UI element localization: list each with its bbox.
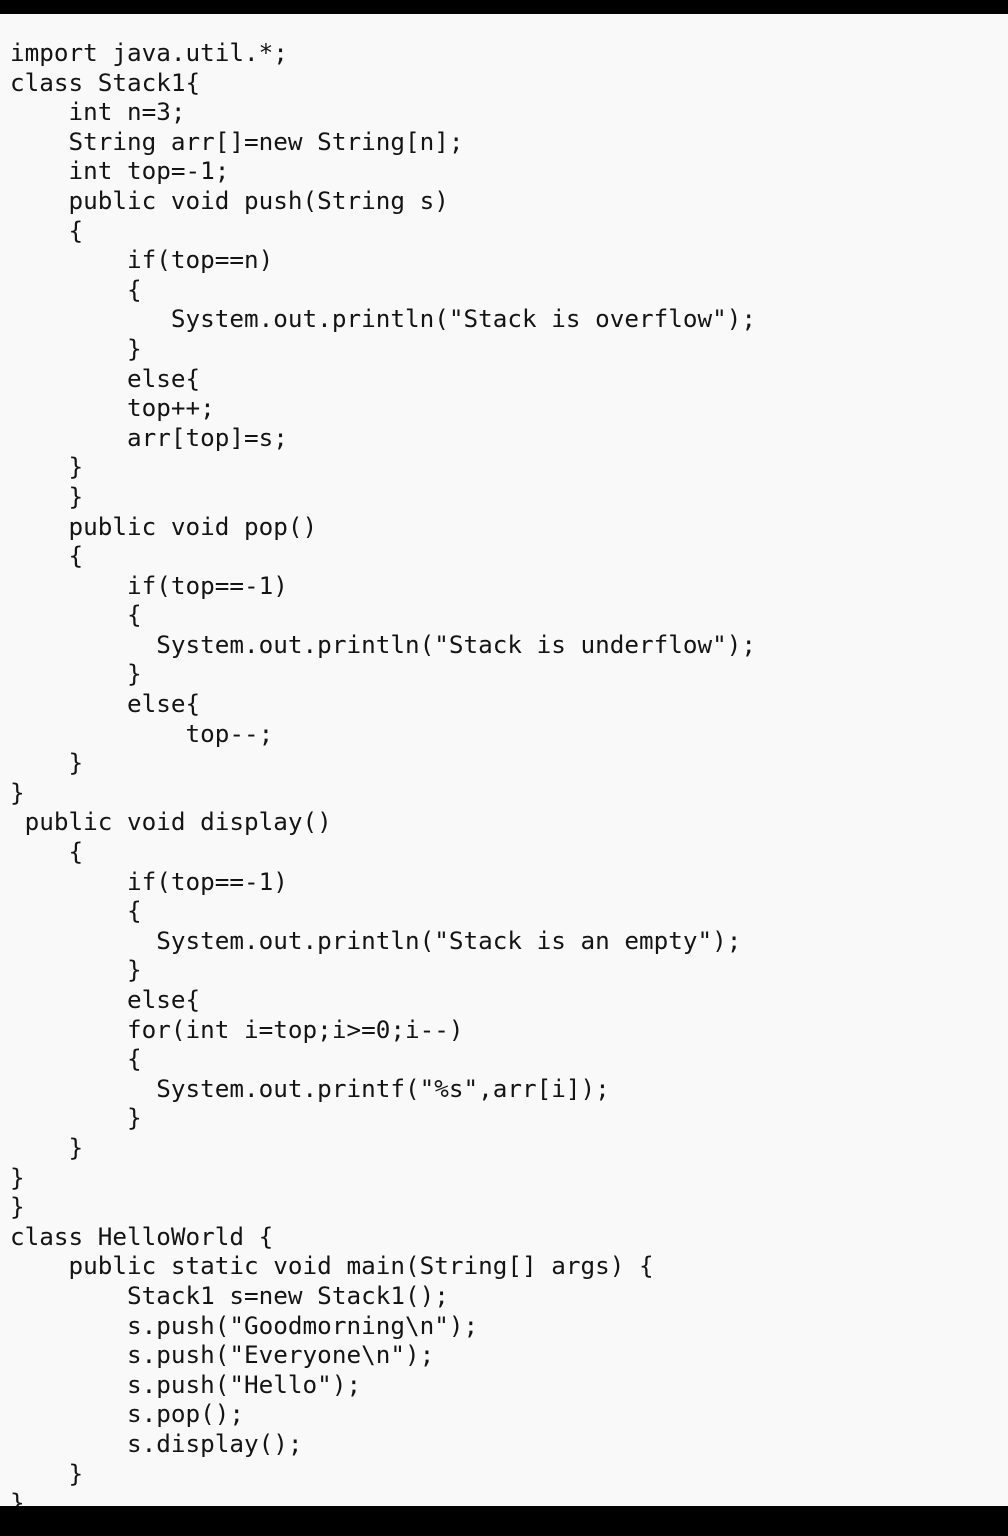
code-line: top++;: [10, 393, 215, 423]
code-line: {: [10, 274, 142, 304]
code-line: {: [10, 541, 84, 571]
code-line: }: [10, 1132, 84, 1162]
code-line: int n=3;: [10, 97, 186, 127]
code-line: else{: [10, 689, 201, 719]
code-block[interactable]: import java.util.*; class Stack1{ int n=…: [10, 38, 1008, 1506]
code-line: s.display();: [10, 1428, 303, 1458]
code-line: }: [10, 777, 25, 807]
code-line: else{: [10, 985, 201, 1014]
code-line: class Stack1{: [10, 67, 201, 97]
code-line: }: [10, 452, 84, 482]
code-line: top--;: [10, 718, 274, 748]
code-line: if(top==-1): [10, 866, 288, 896]
code-line: }: [10, 955, 142, 985]
code-line: class HelloWorld {: [10, 1221, 274, 1251]
code-line: }: [10, 1488, 25, 1506]
code-line: public void pop(): [10, 511, 318, 541]
code-line: System.out.println("Stack is an empty");: [10, 925, 742, 955]
code-line: System.out.printf("%s",arr[i]);: [10, 1073, 610, 1103]
code-line: for(int i=top;i>=0;i--): [10, 1014, 464, 1044]
code-line: }: [10, 659, 142, 689]
code-line: }: [10, 481, 84, 511]
code-line: }: [10, 1162, 25, 1192]
code-line: int top=-1;: [10, 156, 230, 186]
code-line: }: [10, 333, 142, 363]
code-line: String arr[]=new String[n];: [10, 126, 464, 156]
code-line: public void display(): [10, 807, 332, 837]
code-line: }: [10, 1458, 84, 1488]
code-line: if(top==n): [10, 245, 274, 275]
code-line: import java.util.*;: [10, 38, 288, 67]
code-line: s.push("Hello");: [10, 1369, 362, 1399]
code-line: public static void main(String[] args) {: [10, 1251, 654, 1281]
code-line: }: [10, 748, 84, 778]
code-line: {: [10, 896, 142, 926]
bottom-bar: [0, 1506, 1008, 1536]
code-line: Stack1 s=new Stack1();: [10, 1280, 449, 1310]
code-line: {: [10, 600, 142, 630]
code-screen: import java.util.*; class Stack1{ int n=…: [0, 14, 1008, 1506]
code-line: arr[top]=s;: [10, 422, 288, 452]
code-line: {: [10, 837, 84, 867]
code-line: s.pop();: [10, 1399, 245, 1429]
code-line: s.push("Goodmorning\n");: [10, 1310, 479, 1340]
code-line: public void push(String s): [10, 185, 449, 215]
code-line: {: [10, 1044, 142, 1074]
code-line: else{: [10, 363, 201, 393]
code-line: s.push("Everyone\n");: [10, 1340, 435, 1370]
code-line: }: [10, 1103, 142, 1133]
code-line: if(top==-1): [10, 570, 288, 600]
code-line: System.out.println("Stack is underflow")…: [10, 629, 757, 659]
code-line: }: [10, 1192, 25, 1222]
code-line: {: [10, 215, 84, 245]
code-line: System.out.println("Stack is overflow");: [10, 304, 757, 334]
